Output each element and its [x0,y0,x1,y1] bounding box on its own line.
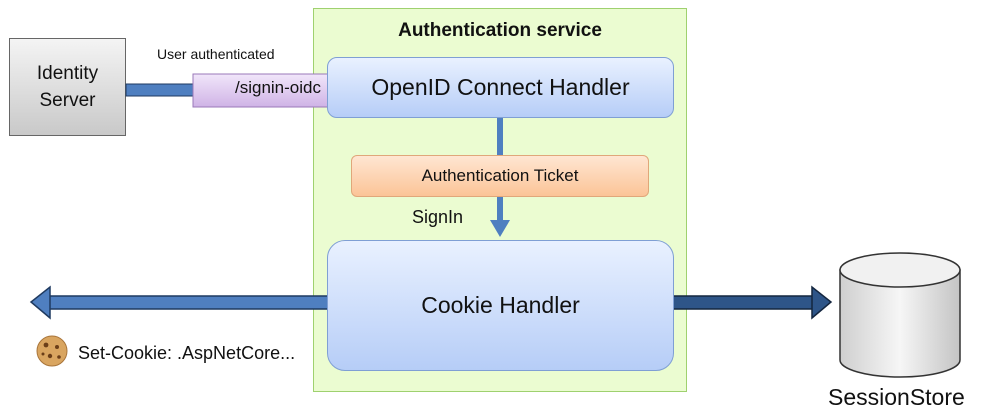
session-store-label: SessionStore [828,384,965,410]
authentication-ticket-label: Authentication Ticket [421,166,579,185]
oidc-to-ticket-line [497,118,503,156]
session-store-arrow-shaft [672,295,814,310]
authentication-ticket-box: Authentication Ticket [351,155,649,197]
user-authenticated-label: User authenticated [157,46,275,62]
signin-label: SignIn [412,207,464,227]
identity-connector-bar [125,83,197,97]
cookie-handler-box: Cookie Handler [327,240,674,371]
ticket-to-cookie-line [497,197,503,221]
cookie-icon [36,335,68,367]
session-store-cylinder-top [839,252,961,288]
session-store-arrowhead [811,285,833,320]
openid-connect-handler-label: OpenID Connect Handler [371,74,630,100]
identity-server-label-line2: Server [39,90,96,111]
set-cookie-label: Set-Cookie: .AspNetCore... [78,343,296,363]
signin-arrowhead [490,220,510,237]
cookie-handler-label: Cookie Handler [421,292,580,318]
signin-oidc-route-label: /signin-oidc [235,78,321,97]
set-cookie-arrow-shaft [47,295,329,310]
authentication-service-title: Authentication service [398,20,602,41]
openid-connect-handler-box: OpenID Connect Handler [327,57,674,118]
session-store-cylinder-body [839,269,961,378]
set-cookie-arrowhead [29,285,51,320]
identity-server-label-line1: Identity [36,63,99,84]
identity-server-box: Identity Server [9,38,126,136]
